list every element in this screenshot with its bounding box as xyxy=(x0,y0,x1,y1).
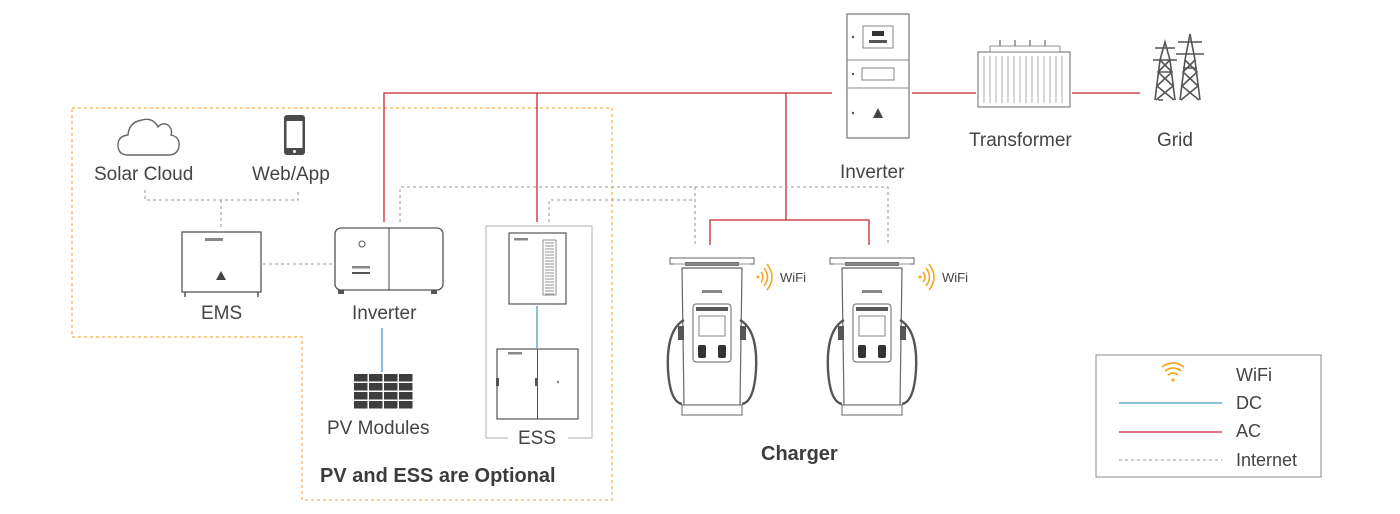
inverter-cabinet-label: Inverter xyxy=(840,162,905,183)
inverter-device-icon xyxy=(334,227,444,294)
optional-region-border xyxy=(71,107,613,501)
transformer-label: Transformer xyxy=(969,130,1072,151)
ess-label: ESS xyxy=(518,428,557,449)
grid-label: Grid xyxy=(1157,130,1193,151)
ess-battery-bottom-icon xyxy=(496,348,579,420)
pv-modules-label: PV Modules xyxy=(327,418,430,439)
wifi-icon xyxy=(756,263,773,291)
inverter-label: Inverter xyxy=(352,303,417,324)
charger-2-icon xyxy=(826,257,918,416)
legend-box xyxy=(1095,354,1322,478)
charger-1-icon xyxy=(666,257,758,416)
dc-lines xyxy=(381,306,538,372)
inverter-cabinet-icon xyxy=(846,13,910,139)
pv-modules-icon xyxy=(354,374,413,409)
ems-device-icon xyxy=(181,231,262,297)
ess-battery-top-icon xyxy=(508,232,567,305)
solar-cloud-label: Solar Cloud xyxy=(94,164,194,185)
ems-label: EMS xyxy=(201,303,243,324)
wifi-icon xyxy=(1161,362,1185,382)
cloud-icon xyxy=(117,118,180,156)
wifi-label: WiFi xyxy=(942,270,968,285)
web-app-label: Web/App xyxy=(252,164,330,185)
legend-dc-label: DC xyxy=(1236,393,1262,413)
ess-bracket xyxy=(485,225,593,439)
optional-note: PV and ESS are Optional xyxy=(320,465,556,487)
wifi-icon xyxy=(918,263,935,291)
charger-label: Charger xyxy=(761,443,838,465)
legend-internet-label: Internet xyxy=(1236,450,1298,470)
ac-lines xyxy=(383,92,1140,245)
internet-lines xyxy=(144,186,889,265)
wifi-label: WiFi xyxy=(780,270,806,285)
grid-tower-icon xyxy=(1153,33,1204,101)
phone-icon xyxy=(284,115,305,155)
legend-ac-label: AC xyxy=(1236,421,1262,441)
legend-wifi-label: WiFi xyxy=(1236,365,1272,385)
transformer-icon xyxy=(977,40,1071,108)
